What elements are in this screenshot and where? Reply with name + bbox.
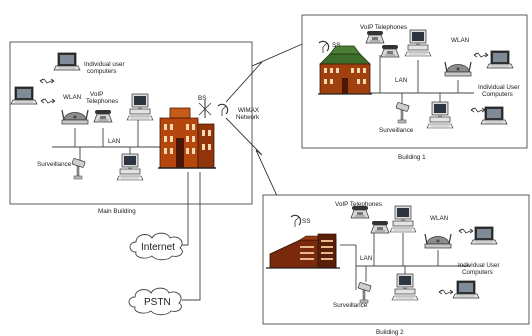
main-wlan-label: WLAN xyxy=(63,94,82,101)
building-icon xyxy=(266,233,340,269)
building2-voip-label: VoIP Telephones xyxy=(335,201,382,208)
internet-label: Internet xyxy=(141,242,175,253)
wimax-label-line2: Network xyxy=(236,114,260,121)
bs-label: BS xyxy=(198,95,206,102)
voip-phone-icon xyxy=(350,205,370,219)
building2-ss-label: SS xyxy=(302,218,310,225)
cloud-links xyxy=(180,172,201,301)
laptop-icon xyxy=(470,226,498,245)
main-building-icon xyxy=(158,107,216,169)
voip-phone-icon xyxy=(365,30,385,44)
building1-surveillance-label: Surveillance xyxy=(379,127,414,134)
building2-wlan-label: WLAN xyxy=(430,215,449,222)
voip-phone-icon xyxy=(93,109,113,123)
main-surveillance-label: Surveillance xyxy=(37,161,72,168)
building2-surveillance-label: Surveillance xyxy=(333,302,368,309)
building2-lan-label: LAN xyxy=(360,255,373,262)
building2-caption: Building 2 xyxy=(376,329,404,336)
antenna-icon xyxy=(198,100,212,118)
laptop-icon xyxy=(486,50,514,69)
building1-wlan-label: WLAN xyxy=(451,37,470,44)
main-building-caption: Main Building xyxy=(98,208,136,215)
building1-voip-label: VoIP Telephones xyxy=(360,24,407,31)
main-lan-label: LAN xyxy=(108,138,121,145)
building1-ss-label: SS xyxy=(332,42,340,49)
laptop-icon xyxy=(480,106,508,125)
wimax-label-line1: WiMAX xyxy=(238,107,260,114)
laptop-icon xyxy=(452,280,480,299)
pstn-label: PSTN xyxy=(144,297,171,308)
voip-phone-icon xyxy=(370,220,390,234)
building1-lan-label: LAN xyxy=(395,77,408,84)
laptop-icon xyxy=(53,52,81,71)
building1-caption: Building 1 xyxy=(398,154,426,161)
voip-phone-icon xyxy=(380,44,400,58)
building1-area: SS VoIP Telephones WLAN Indi xyxy=(301,14,528,161)
laptop-icon xyxy=(10,86,38,105)
building-icon xyxy=(318,45,372,95)
